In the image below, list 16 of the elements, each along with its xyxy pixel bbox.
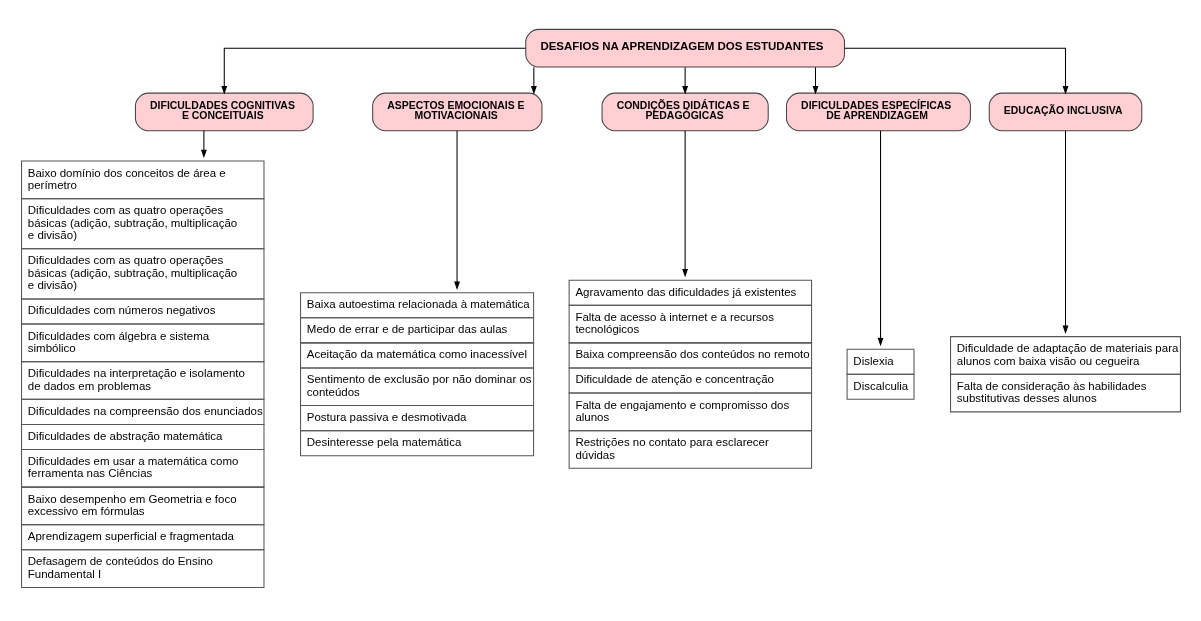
arrow [681,130,688,278]
arrow [453,130,460,290]
arrow [530,66,537,95]
arrow [812,66,818,95]
node-box: DIFICULDADES ESPECÍFICAS DE APRENDIZAGEM [785,92,971,132]
node-box: CONDIÇÕES DIDÁTICAS E PEDAGÓGICAS [601,92,769,132]
node-box: DESAFIOS NA APRENDIZAGEM DOS ESTUDANTES [524,28,845,68]
node-box: EDUCAÇÃO INCLUSIVA [988,92,1142,132]
arrow [681,66,688,95]
node-box: DIFICULDADES COGNITIVAS E CONCEITUAIS [134,92,314,132]
arrow [877,130,883,347]
arrow [843,47,1068,95]
arrow [200,130,207,159]
arrow [1062,130,1068,334]
arrow [220,47,526,95]
node-box: ASPECTOS EMOCIONAIS E MOTIVACIONAIS [371,92,542,132]
